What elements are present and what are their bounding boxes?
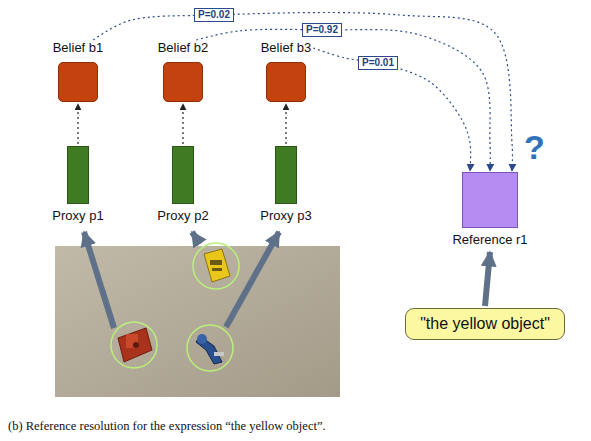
shape-fill <box>266 62 306 102</box>
probability-label: P=0.01 <box>358 56 398 70</box>
probability-label: P=0.02 <box>194 8 234 22</box>
perception-arrow <box>192 232 200 244</box>
proxy-box: Proxy p3 <box>260 146 311 224</box>
shape-fill <box>58 62 98 102</box>
probability-link <box>313 48 470 171</box>
probability-link <box>196 29 490 171</box>
utterance-arrow <box>485 252 490 306</box>
blue-object <box>196 334 224 364</box>
belief-box: Belief b2 <box>158 40 209 102</box>
belief-box: Belief b3 <box>261 40 312 102</box>
node-label: Proxy p3 <box>260 208 311 224</box>
node-label: Belief b3 <box>261 40 312 56</box>
grounding-link <box>285 104 286 144</box>
grounding-link <box>77 104 78 144</box>
red-object <box>118 328 152 362</box>
perception-arrow <box>84 232 114 328</box>
node-label: Proxy p1 <box>52 208 103 224</box>
proxy-box: Proxy p2 <box>157 146 208 224</box>
question-mark: ? <box>524 128 545 166</box>
node-label: Belief b1 <box>53 40 104 56</box>
node-label: Reference r1 <box>452 232 527 248</box>
probability-link <box>93 13 512 171</box>
utterance-box: "the yellow object" <box>405 308 565 340</box>
shape-fill <box>67 146 89 204</box>
yellow-object <box>204 249 230 282</box>
node-label: "the yellow object" <box>420 314 550 334</box>
detection-circle <box>111 322 157 368</box>
probability-label: P=0.92 <box>302 23 342 37</box>
reference-box: Reference r1 <box>452 172 527 248</box>
node-label: Proxy p2 <box>157 208 208 224</box>
shape-fill <box>172 146 194 204</box>
detection-circle <box>187 325 233 371</box>
grounding-link <box>182 104 183 144</box>
detection-circle <box>193 243 239 289</box>
shape-fill <box>275 146 297 204</box>
figure-caption: (b) Reference resolution for the express… <box>8 419 326 434</box>
perception-arrow <box>226 232 279 327</box>
shape-fill <box>462 172 518 228</box>
shape-fill <box>163 62 203 102</box>
proxy-box: Proxy p1 <box>52 146 103 224</box>
node-label: Belief b2 <box>158 40 209 56</box>
belief-box: Belief b1 <box>53 40 104 102</box>
